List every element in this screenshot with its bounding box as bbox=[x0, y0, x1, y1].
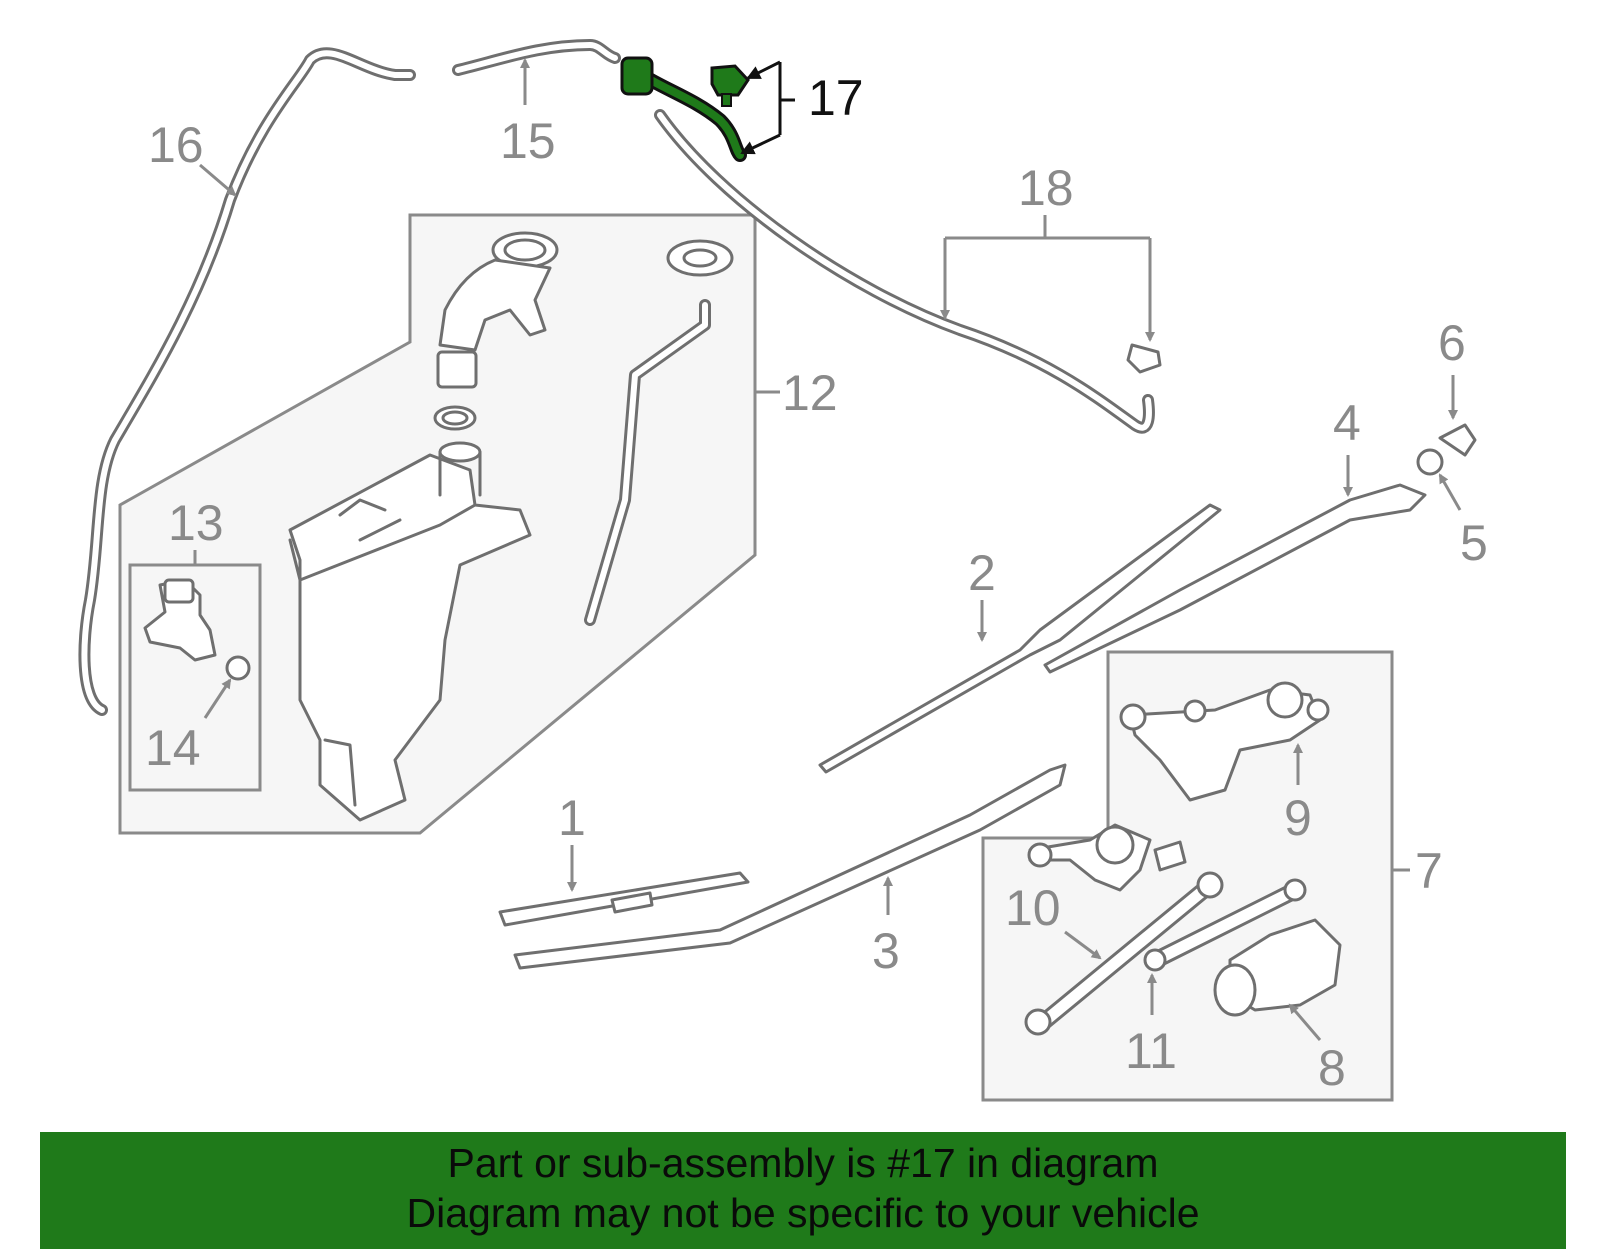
callout-17: 17 bbox=[808, 70, 864, 126]
washer-hose-18 bbox=[654, 109, 1155, 434]
washer-hose-16 bbox=[78, 47, 416, 716]
callout-11: 11 bbox=[1125, 1023, 1177, 1079]
banner-line-2: Diagram may not be specific to your vehi… bbox=[406, 1190, 1200, 1236]
blade-1-clip bbox=[610, 891, 654, 914]
link-rod-10 bbox=[1024, 871, 1224, 1036]
callout-10: 10 bbox=[1005, 880, 1061, 936]
callout-2: 2 bbox=[968, 545, 996, 601]
parts-diagram: 1 2 3 4 5 6 7 8 9 10 11 12 13 14 15 16 1… bbox=[78, 39, 1488, 1102]
callout-13: 13 bbox=[168, 495, 224, 551]
linkage-9 bbox=[1119, 681, 1330, 802]
info-banner: Part or sub-assembly is #17 in diagram D… bbox=[40, 1132, 1566, 1249]
callout-5: 5 bbox=[1460, 515, 1488, 571]
callout-18: 18 bbox=[1018, 160, 1074, 216]
callout-3: 3 bbox=[872, 923, 900, 979]
callout-15: 15 bbox=[500, 113, 556, 169]
washer-pump bbox=[143, 578, 251, 681]
callout-4: 4 bbox=[1333, 395, 1361, 451]
link-rod-11 bbox=[1143, 878, 1307, 972]
nut-5 bbox=[1416, 448, 1444, 476]
washer-nozzle-hose-17 bbox=[620, 56, 750, 162]
linkage-pivot bbox=[1027, 823, 1187, 892]
level-tube bbox=[584, 239, 734, 626]
banner-line-1: Part or sub-assembly is #17 in diagram bbox=[447, 1140, 1159, 1186]
wiper-blade-2 bbox=[818, 503, 1222, 774]
callout-6: 6 bbox=[1438, 315, 1466, 371]
wiper-arm-4 bbox=[1043, 483, 1427, 674]
callout-14: 14 bbox=[145, 720, 201, 776]
callout-12: 12 bbox=[782, 365, 838, 421]
wiper-motor-8 bbox=[1213, 918, 1342, 1017]
wiper-arm-3 bbox=[513, 763, 1067, 970]
callout-9: 9 bbox=[1284, 790, 1312, 846]
filler-neck bbox=[433, 231, 559, 431]
washer-reservoir bbox=[288, 441, 532, 822]
callout-16: 16 bbox=[148, 117, 204, 173]
callout-8: 8 bbox=[1318, 1040, 1346, 1096]
leader-lines bbox=[193, 58, 1462, 1041]
washer-hose-15 bbox=[452, 39, 621, 76]
cap-6 bbox=[1438, 423, 1477, 457]
callout-7: 7 bbox=[1415, 843, 1443, 899]
callout-1: 1 bbox=[558, 790, 586, 846]
washer-nozzle-18 bbox=[1126, 343, 1162, 374]
